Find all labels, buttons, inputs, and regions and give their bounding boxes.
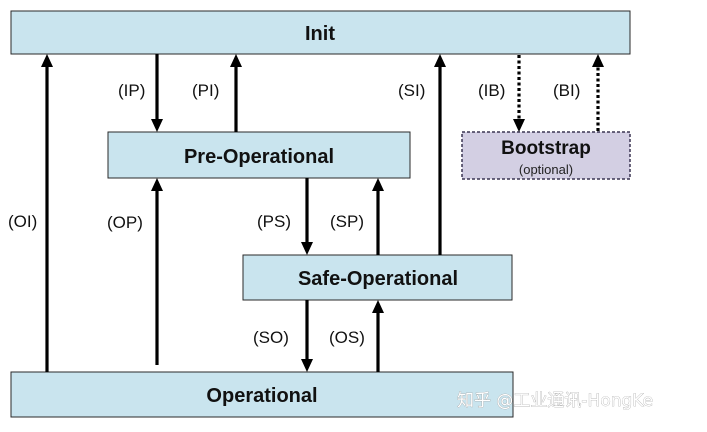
transition-bi-arrow <box>592 54 604 131</box>
transition-ib-label: (IB) <box>478 81 505 100</box>
state-bootstrap-sublabel: (optional) <box>519 162 573 177</box>
state-safe-operational-label: Safe-Operational <box>298 268 458 290</box>
transition-si-label: (SI) <box>398 81 425 100</box>
transition-op-label: (OP) <box>107 213 143 232</box>
transition-so-arrow <box>301 300 313 372</box>
transition-sp-label: (SP) <box>330 212 364 231</box>
transition-os-label: (OS) <box>329 328 365 347</box>
transition-op-arrow <box>151 178 163 365</box>
transition-ip-arrow <box>151 54 163 132</box>
transition-ps-arrow <box>301 178 313 255</box>
state-operational-label: Operational <box>206 385 317 407</box>
transition-oi-arrow <box>41 54 53 372</box>
state-operational-box <box>10 371 514 418</box>
transition-si-arrow <box>434 54 446 255</box>
transition-pi-label: (PI) <box>192 81 219 100</box>
state-init-box <box>10 10 631 55</box>
state-init: Init <box>10 10 631 55</box>
transition-oi-label: (OI) <box>8 212 37 231</box>
state-init-label: Init <box>305 23 335 45</box>
state-bootstrap: Bootstrap (optional) <box>461 131 631 180</box>
transition-ps-label: (PS) <box>257 212 291 231</box>
transition-so-label: (SO) <box>253 328 289 347</box>
transition-ib-arrow <box>513 55 525 132</box>
state-pre-operational: Pre-Operational <box>107 131 411 179</box>
transition-bi-label: (BI) <box>553 81 580 100</box>
state-pre-operational-box <box>107 131 411 179</box>
transition-pi-arrow <box>230 54 242 132</box>
state-bootstrap-box <box>461 131 631 180</box>
transition-sp-arrow <box>372 178 384 255</box>
watermark-text: 知乎 @工业通讯-HongKe <box>457 391 653 411</box>
state-safe-operational: Safe-Operational <box>242 254 513 301</box>
transition-os-arrow <box>372 300 384 372</box>
state-bootstrap-label: Bootstrap <box>501 138 591 159</box>
transition-ip-label: (IP) <box>118 81 145 100</box>
state-safe-operational-box <box>242 254 513 301</box>
state-operational: Operational <box>10 371 514 418</box>
state-pre-operational-label: Pre-Operational <box>184 146 334 168</box>
